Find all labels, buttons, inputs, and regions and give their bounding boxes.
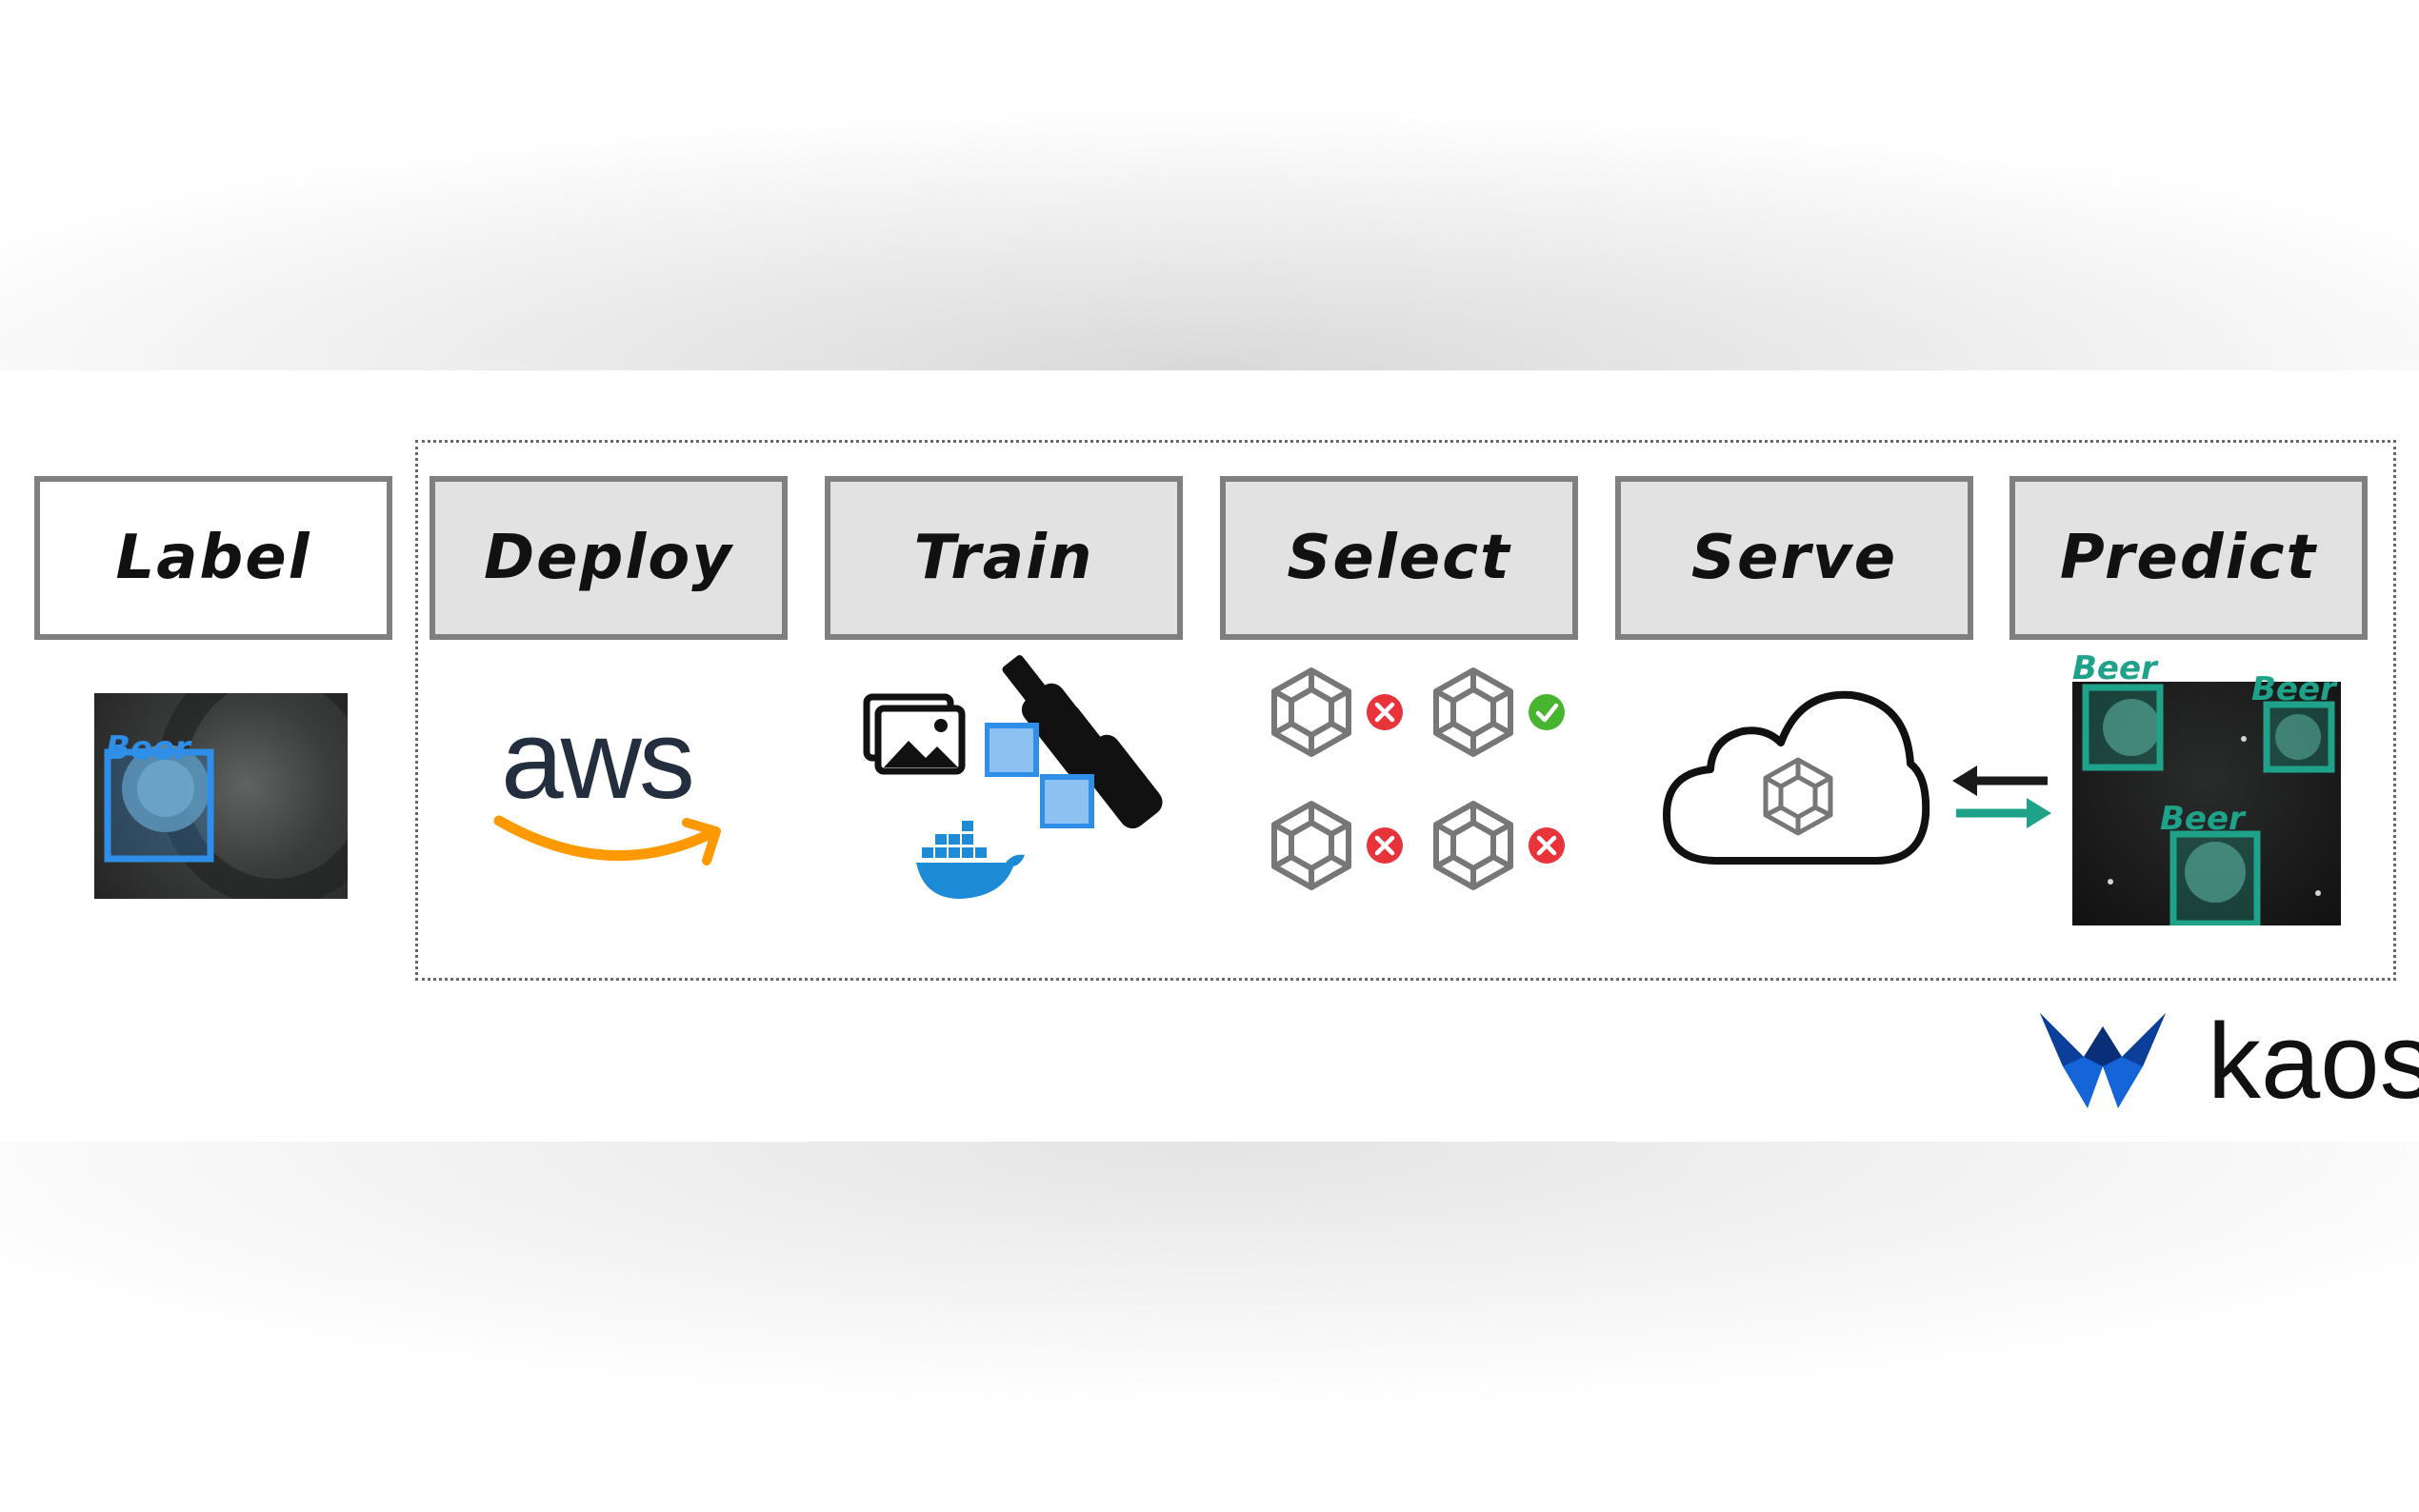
stage-label-text: Label — [115, 523, 311, 593]
predict-beer-tag-2: Beer — [2251, 670, 2336, 708]
stage-deploy: Deploy — [430, 476, 788, 640]
cube-icon — [1271, 801, 1351, 890]
cube-icon — [1433, 667, 1513, 757]
kaos-logo-icon — [2040, 1013, 2166, 1108]
kaos-wordmark: kaos — [2208, 1002, 2419, 1121]
stage-serve-text: Serve — [1690, 523, 1898, 593]
predict-photo — [2072, 682, 2341, 925]
close-icon — [1367, 694, 1403, 730]
label-beer-tag: Beer — [106, 729, 190, 767]
check-icon — [1529, 694, 1565, 730]
aws-smile-icon — [493, 815, 721, 865]
beer-bottle-icon — [1040, 706, 1163, 828]
predict-photo-art — [2082, 684, 2335, 925]
close-icon — [1529, 827, 1565, 864]
predict-beer-tag-1: Beer — [2072, 649, 2157, 687]
request-arrow-icon — [1952, 766, 2048, 796]
response-arrow-icon — [1956, 798, 2051, 828]
predict-box-2 — [2263, 701, 2335, 773]
cube-icon — [1433, 801, 1513, 890]
aws-logo-text: aws — [501, 697, 695, 823]
predict-beer-tag-3: Beer — [2160, 800, 2245, 838]
stage-train: Train — [825, 476, 1183, 640]
cube-icon — [1271, 667, 1351, 757]
stage-label: Label — [34, 476, 392, 640]
stage-select: Select — [1220, 476, 1578, 640]
cloud-icon — [1663, 690, 1930, 865]
stage-select-text: Select — [1287, 523, 1511, 593]
stage-train-text: Train — [913, 523, 1094, 593]
predict-box-1 — [2082, 684, 2164, 771]
label-photo-art — [104, 693, 348, 899]
image-gallery-icon — [863, 693, 966, 775]
pipeline-group-border — [415, 440, 2396, 981]
stage-predict: Predict — [2009, 476, 2368, 640]
label-photo: Beer — [94, 693, 348, 899]
stage-predict-text: Predict — [2059, 523, 2318, 593]
stage-deploy-text: Deploy — [484, 523, 733, 593]
close-icon — [1367, 827, 1403, 864]
label-bounding-box — [104, 748, 214, 863]
docker-whale-icon — [916, 821, 1025, 899]
stage-serve: Serve — [1615, 476, 1973, 640]
predict-box-3 — [2169, 830, 2261, 925]
